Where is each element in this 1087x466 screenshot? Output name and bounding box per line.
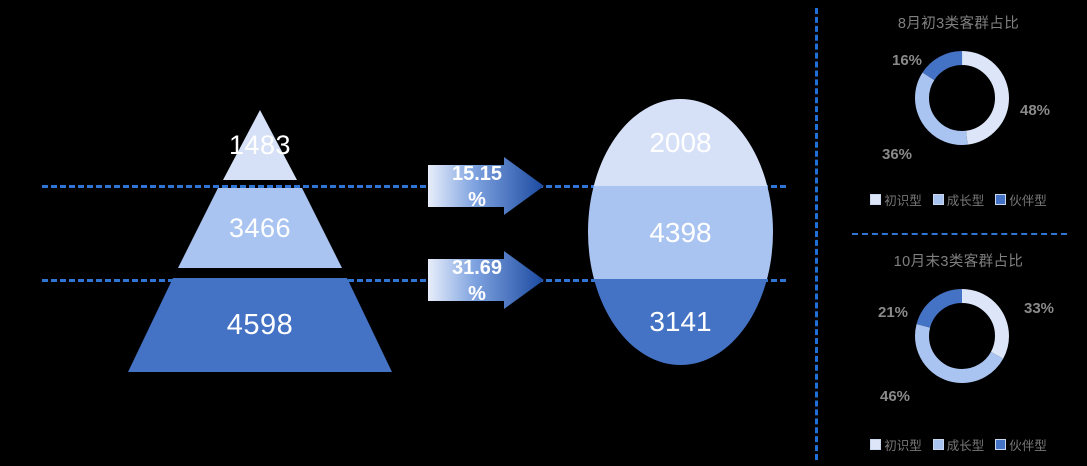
pyramid-layer-top-value: 1483	[228, 129, 292, 160]
guide-line-lower	[42, 279, 786, 282]
oval-chart-shape	[588, 99, 773, 365]
pyramid-layer-middle[interactable]: 3466	[120, 188, 400, 268]
donut-top-legend-label-1: 成长型	[946, 194, 985, 208]
donut-top-legend-item-1[interactable]: 成长型	[932, 190, 985, 209]
conversion-arrow-lower-label: 31.69 %	[428, 255, 526, 307]
legend-swatch-icon	[995, 439, 1007, 450]
donut-top-slice-2	[915, 51, 1009, 145]
donut-bottom-label-0: 33%	[1024, 300, 1055, 317]
oval-band-middle-value: 4398	[649, 216, 712, 248]
donut-bottom-legend-item-1[interactable]: 成长型	[932, 435, 985, 454]
pyramid-layer-bottom-value: 4598	[226, 308, 294, 341]
conversion-arrow-upper-label: 15.15 %	[428, 161, 526, 213]
donut-top-chart[interactable]	[908, 44, 1016, 152]
donut-bottom-legend-item-2[interactable]: 伙伴型	[995, 435, 1047, 454]
legend-swatch-icon	[932, 194, 944, 205]
conversion-arrow-lower-shape	[428, 251, 544, 309]
donut-bottom-slice-1	[915, 289, 1009, 383]
donut-bottom-legend-label-1: 成长型	[946, 439, 985, 453]
panel-divider-vertical	[815, 8, 818, 460]
legend-swatch-icon	[995, 194, 1007, 205]
pyramid-layer-bottom-shape	[128, 278, 392, 372]
donut-bottom-legend: 初识型 成长型 伙伴型	[830, 435, 1087, 454]
conversion-arrow-lower-unit: %	[468, 283, 486, 305]
conversion-arrow-upper-value: 15.15	[451, 163, 503, 185]
oval-band-bottom[interactable]: 3141	[588, 279, 773, 365]
donut-bottom-svg	[915, 289, 1009, 383]
legend-swatch-icon	[870, 439, 882, 450]
donut-top-legend-item-0[interactable]: 初识型	[870, 190, 922, 209]
donut-bottom-title: 10月末3类客群占比	[893, 254, 1024, 270]
donut-bottom-legend-item-0[interactable]: 初识型	[870, 435, 922, 454]
oval-band-middle-shape	[588, 186, 773, 279]
donut-top-label-1: 36%	[882, 146, 913, 163]
donut-top-legend-label-0: 初识型	[884, 194, 922, 208]
donut-top-legend-label-2: 伙伴型	[1009, 194, 1047, 208]
panel-divider-horizontal	[852, 233, 1067, 235]
conversion-arrow-upper-unit: %	[468, 189, 486, 211]
donut-bottom-legend-label-2: 伙伴型	[1009, 439, 1047, 453]
conversion-arrow-lower[interactable]: 31.69 %	[428, 251, 548, 315]
donut-bottom-label-2: 21%	[878, 304, 909, 321]
oval-chart: 2008 4398 3141	[588, 99, 773, 365]
pyramid-layer-top-shape	[223, 110, 297, 180]
guide-line-upper	[42, 185, 786, 188]
donut-top-label-0: 48%	[1020, 102, 1051, 119]
donut-top-legend: 初识型 成长型 伙伴型	[830, 190, 1087, 209]
donut-top-legend-item-2[interactable]: 伙伴型	[995, 190, 1047, 209]
donut-top-slice-1	[915, 51, 1009, 145]
conversion-arrow-lower-value: 31.69	[451, 257, 503, 279]
pyramid-layer-bottom[interactable]: 4598	[120, 278, 400, 372]
donut-top-svg	[915, 51, 1009, 145]
donut-bottom-chart[interactable]	[908, 282, 1016, 390]
pyramid-layer-middle-shape	[178, 188, 342, 268]
pyramid-layer-middle-value: 3466	[228, 212, 292, 243]
donut-top-title: 8月初3类客群占比	[897, 16, 1020, 32]
conversion-arrow-upper[interactable]: 15.15 %	[428, 157, 548, 221]
donut-card-bottom: 10月末3类客群占比 33% 46% 21% 初识型 成长型	[830, 242, 1087, 464]
donut-bottom-legend-label-0: 初识型	[884, 439, 922, 453]
donut-card-top: 8月初3类客群占比 48% 36% 16% 初识型 成长型	[830, 4, 1087, 219]
legend-swatch-icon	[932, 439, 944, 450]
oval-band-middle[interactable]: 4398	[588, 186, 773, 279]
funnel-diagram-panel: 1483 3466 4598	[42, 99, 786, 372]
oval-band-top-value: 2008	[649, 126, 712, 158]
donut-bottom-label-1: 46%	[880, 388, 911, 405]
donut-charts-panel: 8月初3类客群占比 48% 36% 16% 初识型 成长型	[830, 0, 1087, 466]
conversion-arrow-upper-shape	[428, 157, 544, 215]
donut-top-label-2: 16%	[892, 52, 923, 69]
oval-band-top[interactable]: 2008	[588, 99, 773, 186]
pyramid-chart: 1483 3466 4598	[120, 110, 400, 372]
donut-bottom-slice-2	[915, 289, 1009, 383]
legend-swatch-icon	[870, 194, 882, 205]
pyramid-layer-top[interactable]: 1483	[120, 110, 400, 180]
oval-band-bottom-value: 3141	[649, 306, 712, 337]
